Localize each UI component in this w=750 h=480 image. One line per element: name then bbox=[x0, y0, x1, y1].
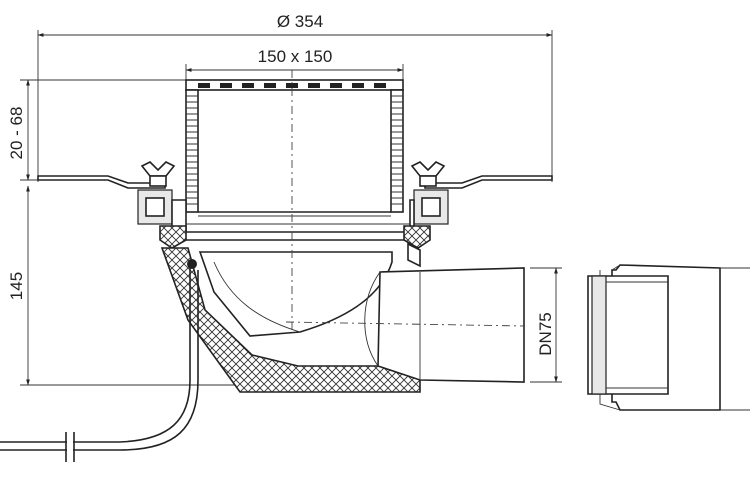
outlet-size-label: DN75 bbox=[536, 312, 555, 355]
overall-diameter-dimension: Ø 354 bbox=[37, 12, 553, 182]
overall-diameter-label: Ø 354 bbox=[277, 12, 323, 31]
left-wing-nut bbox=[137, 161, 176, 225]
grate-size-label: 150 x 150 bbox=[258, 47, 333, 66]
grate-frame bbox=[185, 79, 404, 217]
outlet-pipe: DN75 bbox=[364, 267, 562, 383]
height-range-label: 20 - 68 bbox=[7, 107, 26, 160]
grate-bars bbox=[198, 83, 386, 88]
membrane-flange bbox=[37, 175, 553, 189]
heating-cable bbox=[0, 266, 199, 462]
connector-fitting bbox=[587, 264, 750, 411]
right-wing-nut bbox=[410, 161, 449, 225]
body-height-label: 145 bbox=[7, 272, 26, 300]
clamp-ring bbox=[159, 199, 431, 249]
height-range-dimension: 20 - 68 bbox=[7, 79, 192, 181]
centre-lines bbox=[285, 70, 525, 330]
grate-size-dimension: 150 x 150 bbox=[185, 47, 404, 88]
